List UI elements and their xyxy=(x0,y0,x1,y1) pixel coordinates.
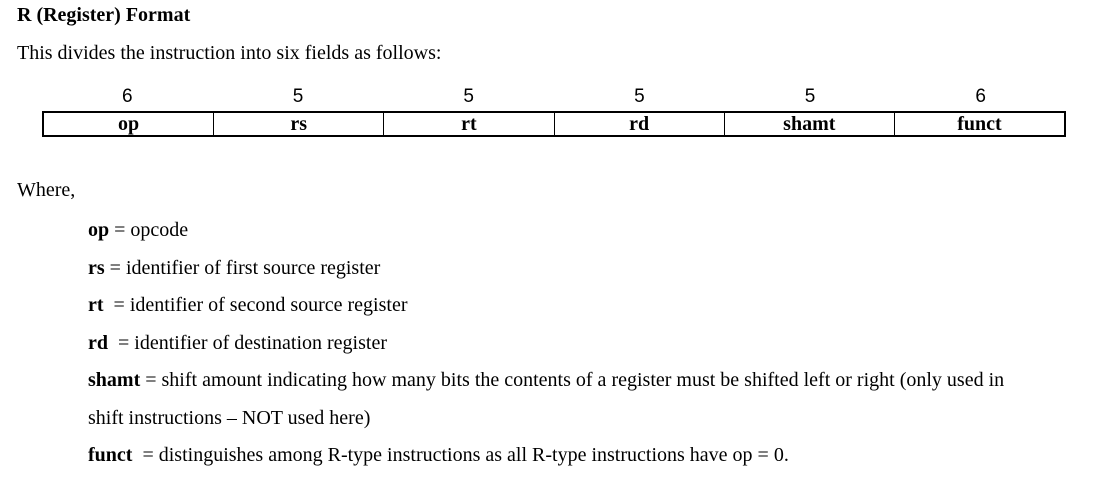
definition-rt: rt = identifier of second source registe… xyxy=(88,287,1098,325)
definition-rd: rd = identifier of destination register xyxy=(88,325,1098,363)
definitions-list: op = opcode rs = identifier of first sou… xyxy=(88,212,1098,475)
where-label: Where, xyxy=(17,179,76,201)
intro-text: This divides the instruction into six fi… xyxy=(17,42,442,64)
field-name-op: op xyxy=(118,113,140,135)
field-name-rt: rt xyxy=(383,113,553,135)
field-bits-rs: 5 xyxy=(292,86,304,107)
definition-term: rd xyxy=(88,331,108,354)
field-name-row: op rs rt rd shamt funct xyxy=(42,111,1066,137)
definition-text: shift amount indicating how many bits th… xyxy=(161,369,1005,391)
field-name-funct: funct xyxy=(893,113,1064,135)
definition-separator: = xyxy=(109,219,131,241)
definition-term: op xyxy=(88,219,110,241)
definition-separator: = xyxy=(108,331,135,354)
definition-text: identifier of first source register xyxy=(125,256,381,279)
bit-width-row: 6 5 5 5 5 6 xyxy=(42,84,1066,111)
definition-term: funct xyxy=(88,444,133,466)
definition-rs: rs = identifier of first source register xyxy=(88,250,1098,288)
section-heading: R (Register) Format xyxy=(17,4,191,26)
instruction-format-table: 6 5 5 5 5 6 op rs rt rd shamt funct xyxy=(42,84,1066,137)
definition-shamt: shamt = shift amount indicating how many… xyxy=(88,362,1098,400)
definition-text: identifier of destination register xyxy=(134,331,387,354)
field-name-shamt: shamt xyxy=(723,113,894,135)
definition-term: rs xyxy=(88,256,105,279)
definition-term: shamt xyxy=(88,369,141,391)
definition-separator: = xyxy=(132,444,159,466)
field-bits-op: 6 xyxy=(122,86,133,107)
definition-separator: = xyxy=(104,256,126,279)
definition-shamt-continuation: shift instructions – NOT used here) xyxy=(88,406,371,429)
definition-separator: = xyxy=(103,294,130,316)
definition-separator: = xyxy=(140,369,162,391)
field-bits-rd: 5 xyxy=(634,86,645,107)
field-bits-shamt: 5 xyxy=(804,86,816,107)
definition-text: opcode xyxy=(130,219,189,241)
definition-funct: funct = distinguishes among R-type instr… xyxy=(88,437,1098,475)
definition-term: rt xyxy=(88,294,104,316)
field-name-rd: rd xyxy=(553,113,724,135)
field-bits-rt: 5 xyxy=(463,86,474,107)
definition-op: op = opcode xyxy=(88,212,1098,250)
definition-text: identifier of second source register xyxy=(129,294,408,316)
field-name-rs: rs xyxy=(213,113,383,135)
field-bits-funct: 6 xyxy=(975,86,986,107)
definition-text: distinguishes among R-type instructions … xyxy=(158,444,789,466)
